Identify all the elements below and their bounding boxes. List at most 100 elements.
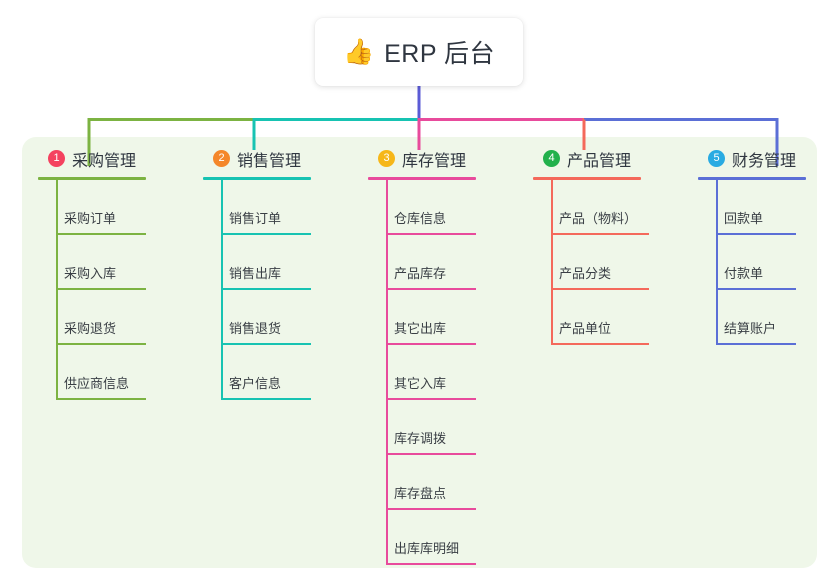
branch-item[interactable]: 其它出库 bbox=[368, 290, 476, 345]
item-label: 供应商信息 bbox=[64, 376, 130, 391]
branch-item-list: 回款单付款单结算账户 bbox=[698, 180, 806, 345]
item-connector-stem bbox=[716, 235, 718, 290]
branch-column-2: 2 销售管理销售订单销售出库销售退货客户信息 bbox=[203, 145, 311, 400]
branch-item[interactable]: 付款单 bbox=[698, 235, 806, 290]
item-connector-stem bbox=[221, 345, 223, 400]
branch-header-3[interactable]: 3 库存管理 bbox=[368, 145, 476, 172]
item-label: 其它出库 bbox=[394, 321, 447, 336]
branch-item[interactable]: 产品单位 bbox=[533, 290, 649, 345]
page-title: ERP 后台 bbox=[384, 40, 496, 68]
branch-item[interactable]: 产品库存 bbox=[368, 235, 476, 290]
branch-header-4[interactable]: 4 产品管理 bbox=[533, 145, 641, 172]
branch-underline bbox=[203, 177, 311, 180]
branch-item[interactable]: 销售出库 bbox=[203, 235, 311, 290]
item-label: 仓库信息 bbox=[394, 211, 447, 226]
root-title-card[interactable]: 👍 ERP 后台 bbox=[315, 18, 523, 86]
item-connector-stem bbox=[551, 235, 553, 290]
item-label: 销售退货 bbox=[229, 321, 282, 336]
branch-item[interactable]: 采购退货 bbox=[38, 290, 146, 345]
branch-item-list: 产品（物料） 产品分类产品单位 bbox=[533, 180, 649, 345]
branch-item[interactable]: 回款单 bbox=[698, 180, 806, 235]
branch-item[interactable]: 销售退货 bbox=[203, 290, 311, 345]
item-underline bbox=[56, 398, 146, 400]
branch-number-badge: 4 bbox=[543, 150, 560, 167]
item-underline bbox=[386, 233, 476, 235]
item-connector-stem bbox=[56, 290, 58, 345]
item-underline bbox=[551, 288, 649, 290]
diagram-panel bbox=[22, 137, 817, 568]
item-label: 付款单 bbox=[724, 266, 764, 281]
item-label: 产品库存 bbox=[394, 266, 447, 281]
branch-item[interactable]: 出库库明细 bbox=[368, 510, 476, 565]
item-label: 产品（物料） bbox=[559, 211, 638, 226]
item-label: 库存盘点 bbox=[394, 486, 447, 501]
branch-title: 销售管理 bbox=[237, 152, 302, 170]
item-underline bbox=[386, 288, 476, 290]
item-connector-stem bbox=[221, 235, 223, 290]
branch-item[interactable]: 客户信息 bbox=[203, 345, 311, 400]
item-label: 其它入库 bbox=[394, 376, 447, 391]
item-connector-stem bbox=[386, 290, 388, 345]
item-label: 销售订单 bbox=[229, 211, 282, 226]
branch-item[interactable]: 结算账户 bbox=[698, 290, 806, 345]
branch-item[interactable]: 销售订单 bbox=[203, 180, 311, 235]
item-connector-stem bbox=[551, 290, 553, 345]
item-label: 库存调拨 bbox=[394, 431, 447, 446]
item-label: 产品单位 bbox=[559, 321, 612, 336]
item-label: 销售出库 bbox=[229, 266, 282, 281]
branch-item[interactable]: 其它入库 bbox=[368, 345, 476, 400]
branch-item[interactable]: 采购入库 bbox=[38, 235, 146, 290]
branch-title: 库存管理 bbox=[402, 152, 467, 170]
item-connector-stem bbox=[551, 180, 553, 235]
branch-header-2[interactable]: 2 销售管理 bbox=[203, 145, 311, 172]
item-underline bbox=[56, 343, 146, 345]
branch-item-list: 仓库信息产品库存其它出库其它入库库存调拨库存盘点出库库明细 bbox=[368, 180, 476, 565]
branch-number-badge: 2 bbox=[213, 150, 230, 167]
item-label: 采购退货 bbox=[64, 321, 117, 336]
item-underline bbox=[386, 563, 476, 565]
item-label: 客户信息 bbox=[229, 376, 282, 391]
branch-title: 采购管理 bbox=[72, 152, 137, 170]
item-connector-stem bbox=[221, 290, 223, 345]
item-label: 回款单 bbox=[724, 211, 764, 226]
item-connector-stem bbox=[386, 345, 388, 400]
branch-underline bbox=[368, 177, 476, 180]
item-underline bbox=[551, 233, 649, 235]
item-underline bbox=[221, 233, 311, 235]
branch-underline bbox=[38, 177, 146, 180]
item-label: 结算账户 bbox=[724, 321, 777, 336]
branch-item[interactable]: 库存盘点 bbox=[368, 455, 476, 510]
branch-item[interactable]: 仓库信息 bbox=[368, 180, 476, 235]
item-connector-stem bbox=[716, 290, 718, 345]
item-connector-stem bbox=[386, 180, 388, 235]
branch-item-list: 采购订单采购入库采购退货供应商信息 bbox=[38, 180, 146, 400]
item-connector-stem bbox=[716, 180, 718, 235]
item-underline bbox=[221, 398, 311, 400]
branch-underline bbox=[698, 177, 806, 180]
branch-item[interactable]: 产品分类 bbox=[533, 235, 649, 290]
branch-number-badge: 3 bbox=[378, 150, 395, 167]
item-connector-stem bbox=[56, 180, 58, 235]
item-underline bbox=[386, 343, 476, 345]
branch-column-4: 4 产品管理产品（物料） 产品分类产品单位 bbox=[533, 145, 649, 345]
branch-number-badge: 1 bbox=[48, 150, 65, 167]
branch-item[interactable]: 库存调拨 bbox=[368, 400, 476, 455]
item-underline bbox=[56, 288, 146, 290]
branch-header-1[interactable]: 1 采购管理 bbox=[38, 145, 146, 172]
thumbs-up-icon: 👍 bbox=[342, 37, 375, 66]
item-underline bbox=[716, 288, 796, 290]
item-underline bbox=[551, 343, 649, 345]
item-connector-stem bbox=[386, 235, 388, 290]
branch-item[interactable]: 供应商信息 bbox=[38, 345, 146, 400]
item-label: 出库库明细 bbox=[394, 541, 460, 556]
branch-title: 产品管理 bbox=[567, 152, 632, 170]
branch-item[interactable]: 采购订单 bbox=[38, 180, 146, 235]
item-label: 采购入库 bbox=[64, 266, 117, 281]
item-label: 采购订单 bbox=[64, 211, 117, 226]
branch-title: 财务管理 bbox=[732, 152, 797, 170]
branch-item[interactable]: 产品（物料） bbox=[533, 180, 649, 235]
item-connector-stem bbox=[56, 235, 58, 290]
